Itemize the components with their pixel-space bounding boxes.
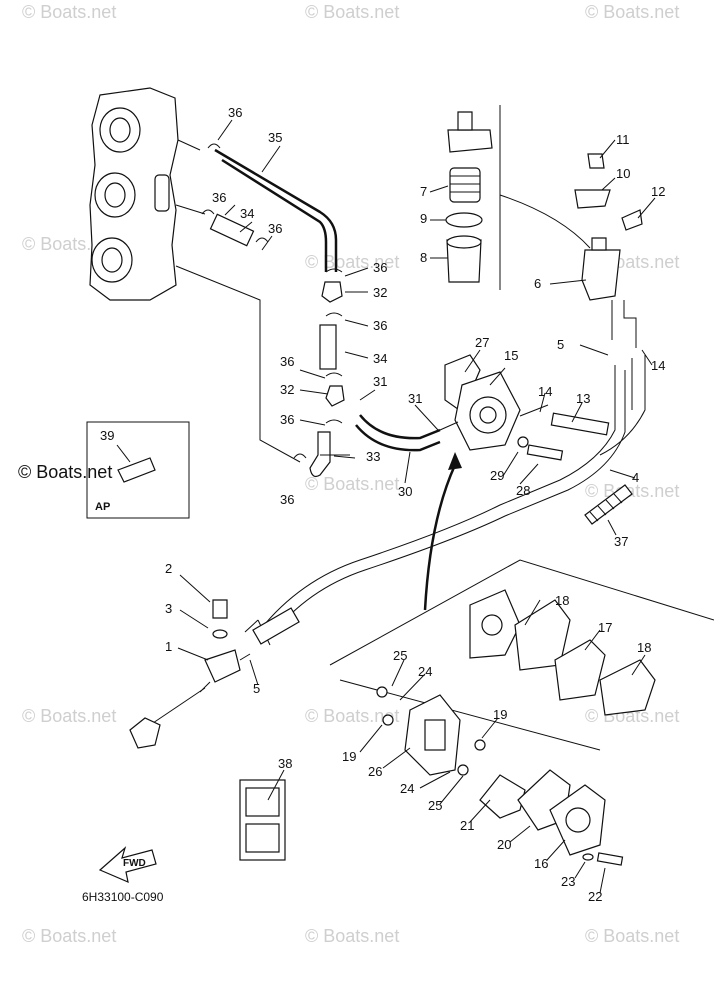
hose-clips xyxy=(201,143,343,459)
watermark: © Boats.net xyxy=(305,474,399,494)
callout-32: 32 xyxy=(373,285,387,300)
callout-34: 34 xyxy=(240,206,254,221)
callout-39: 39 xyxy=(100,428,114,443)
carburetor-block xyxy=(89,87,301,463)
watermarks: © Boats.net © Boats.net © Boats.net © Bo… xyxy=(18,2,679,946)
callout-37: 37 xyxy=(614,534,628,549)
callout-36: 36 xyxy=(268,221,282,236)
fuel-pump-exploded xyxy=(376,589,656,866)
watermark: © Boats.net xyxy=(22,2,116,22)
callout-5: 5 xyxy=(253,681,260,696)
callout-1: 1 xyxy=(165,639,172,654)
callout-18: 18 xyxy=(637,640,651,655)
callout-3: 3 xyxy=(165,601,172,616)
callout-18: 18 xyxy=(555,593,569,608)
callout-36: 36 xyxy=(280,412,294,427)
watermark: © Boats.net xyxy=(585,2,679,22)
callout-32: 32 xyxy=(280,382,294,397)
callout-35: 35 xyxy=(268,130,282,145)
fuel-filter-6 xyxy=(499,153,643,348)
fwd-label: FWD xyxy=(123,858,146,869)
callout-15: 15 xyxy=(504,348,518,363)
ap-label: AP xyxy=(95,501,110,513)
fuel-hoses-upper xyxy=(209,148,350,478)
callout-9: 9 xyxy=(420,211,427,226)
callout-36: 36 xyxy=(373,260,387,275)
watermark: © Boats.net xyxy=(305,706,399,726)
callouts: 36 35 36 34 36 36 32 36 34 36 32 31 36 3… xyxy=(100,105,665,904)
hose-30 xyxy=(355,414,441,452)
watermark: © Boats.net xyxy=(22,706,116,726)
diagram-code: 6H33100-C090 xyxy=(82,890,164,904)
callout-31: 31 xyxy=(373,374,387,389)
fwd-arrow-icon: FWD xyxy=(98,846,157,884)
callout-14: 14 xyxy=(651,358,665,373)
callout-19: 19 xyxy=(493,707,507,722)
callout-2: 2 xyxy=(165,561,172,576)
callout-7: 7 xyxy=(420,184,427,199)
callout-21: 21 xyxy=(460,818,474,833)
callout-12: 12 xyxy=(651,184,665,199)
callout-24: 24 xyxy=(400,781,414,796)
callout-8: 8 xyxy=(420,250,427,265)
callout-29: 29 xyxy=(490,468,504,483)
callout-36: 36 xyxy=(373,318,387,333)
callout-36: 36 xyxy=(212,190,226,205)
callout-27: 27 xyxy=(475,335,489,350)
watermark: © Boats.net xyxy=(305,926,399,946)
watermark: © Boats.net xyxy=(305,252,399,272)
callout-24: 24 xyxy=(418,664,432,679)
callout-10: 10 xyxy=(616,166,630,181)
callout-33: 33 xyxy=(366,449,380,464)
leader-lines xyxy=(116,119,656,894)
callout-25: 25 xyxy=(428,798,442,813)
callout-4: 4 xyxy=(632,470,639,485)
callout-23: 23 xyxy=(561,874,575,889)
fuel-connector-1 xyxy=(129,599,251,749)
callout-16: 16 xyxy=(534,856,548,871)
callout-30: 30 xyxy=(398,484,412,499)
ap-box: AP xyxy=(86,421,190,519)
watermark-dark: © Boats.net xyxy=(18,462,112,482)
callout-13: 13 xyxy=(576,391,590,406)
callout-22: 22 xyxy=(588,889,602,904)
callout-36: 36 xyxy=(280,354,294,369)
watermark: © Boats.net xyxy=(22,926,116,946)
callout-20: 20 xyxy=(497,837,511,852)
callout-26: 26 xyxy=(368,764,382,779)
callout-5: 5 xyxy=(557,337,564,352)
fuel-filter-assembly xyxy=(445,105,501,290)
callout-6: 6 xyxy=(534,276,541,291)
label-38 xyxy=(239,779,286,861)
callout-36: 36 xyxy=(228,105,242,120)
sleeve-37 xyxy=(584,484,633,525)
callout-14: 14 xyxy=(538,384,552,399)
watermark: © Boats.net xyxy=(585,926,679,946)
callout-38: 38 xyxy=(278,756,292,771)
callout-19: 19 xyxy=(342,749,356,764)
watermark: © Boats.net xyxy=(585,481,679,501)
callout-34: 34 xyxy=(373,351,387,366)
callout-36: 36 xyxy=(280,492,294,507)
callout-25: 25 xyxy=(393,648,407,663)
callout-17: 17 xyxy=(598,620,612,635)
watermark: © Boats.net xyxy=(305,2,399,22)
callout-28: 28 xyxy=(516,483,530,498)
fuel-pump-15 xyxy=(439,354,564,461)
callout-31: 31 xyxy=(408,391,422,406)
callout-11: 11 xyxy=(616,132,630,147)
